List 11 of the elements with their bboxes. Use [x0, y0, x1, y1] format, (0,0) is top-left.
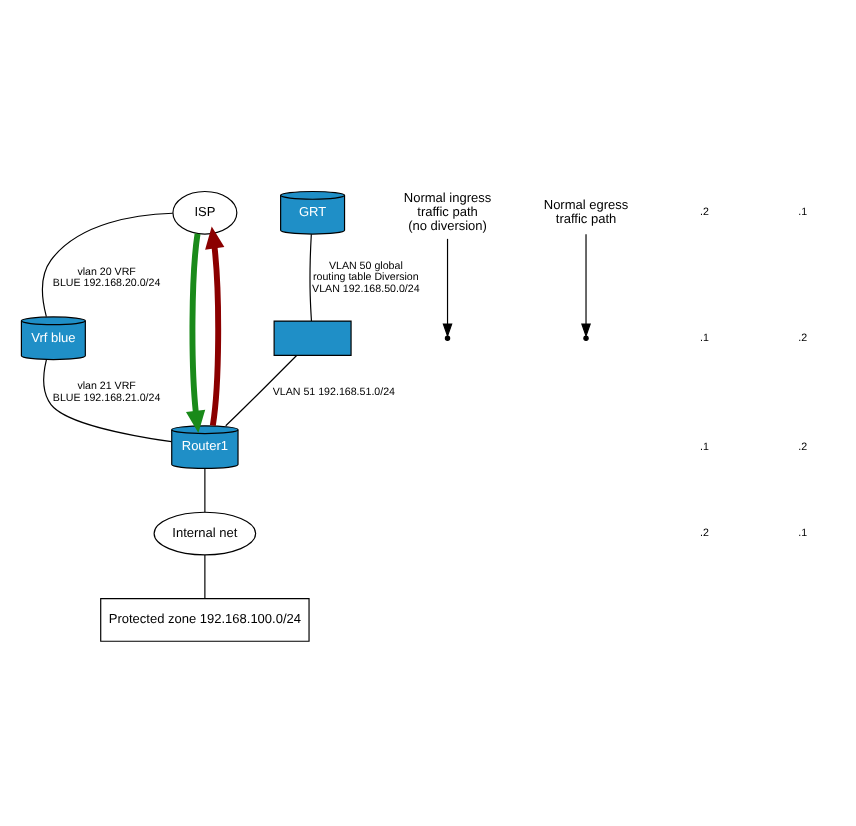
arrow	[205, 225, 225, 425]
connector	[43, 358, 172, 442]
arrow	[185, 232, 206, 432]
arrow	[442, 237, 453, 337]
arrow	[581, 232, 591, 337]
connector	[204, 553, 206, 599]
node-box	[273, 319, 352, 355]
connector	[309, 232, 313, 321]
connector	[225, 353, 298, 426]
connector	[41, 211, 174, 317]
connector	[204, 467, 206, 512]
